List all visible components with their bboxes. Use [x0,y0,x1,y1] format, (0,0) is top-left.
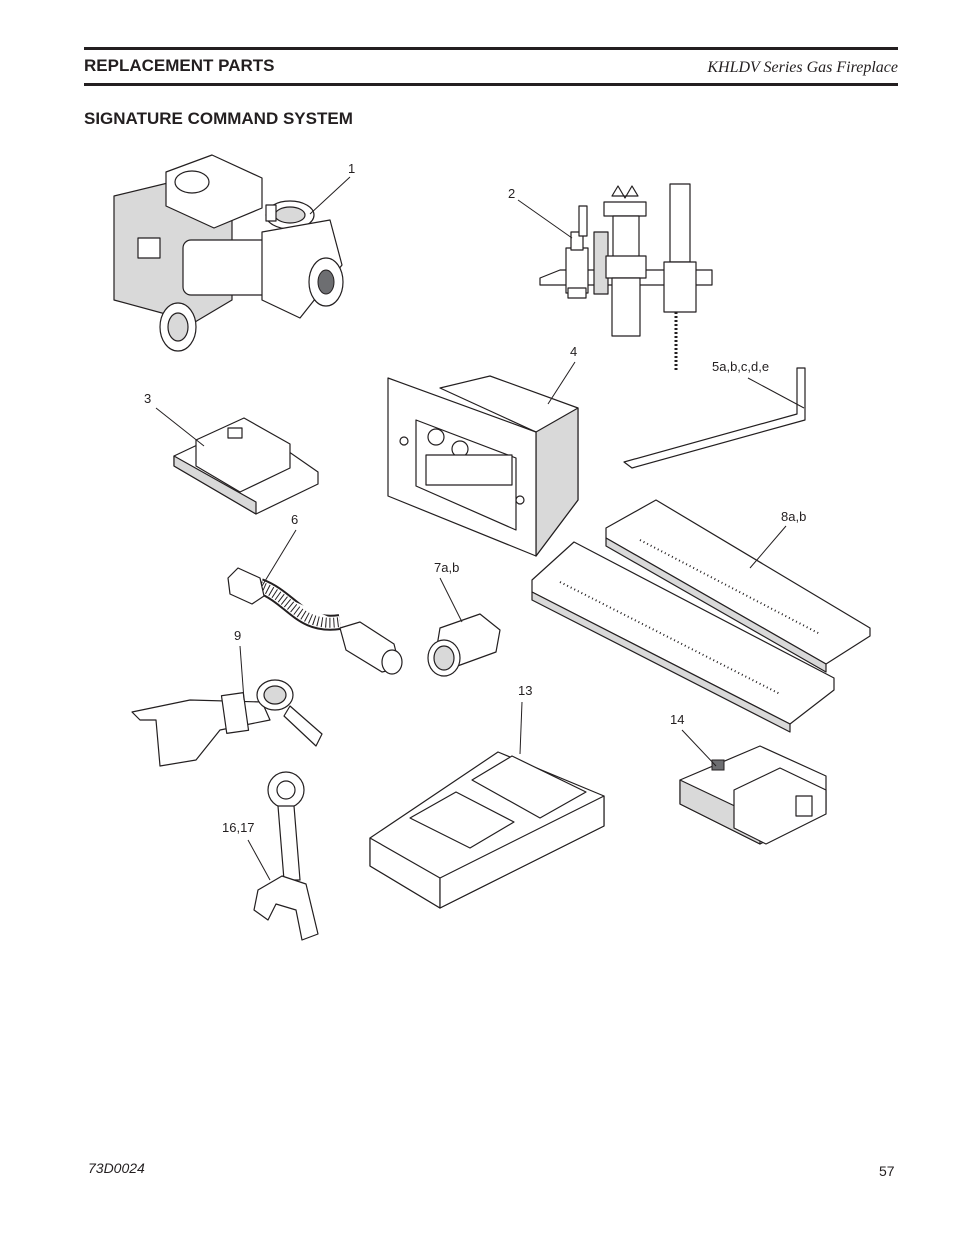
callout-9-leader [239,645,245,701]
callout-13-leader [519,701,523,755]
callout-4-label: 4 [570,344,577,359]
callout-3-leader [155,407,205,447]
callout-4-leader [547,361,576,405]
callout-1-leader [309,176,351,215]
product-title: KHLDV Series Gas Fireplace [707,59,898,76]
flex-connector-illustration [227,567,403,675]
callout-8-leader [749,525,787,569]
callout-2-label: 2 [508,186,515,201]
wire-illustration [623,367,806,469]
callout-3-label: 3 [144,391,151,406]
callout-14-leader [681,729,717,767]
callout-9-label: 9 [234,628,241,643]
callout-5-leader [747,377,805,409]
callout-1-label: 1 [348,161,355,176]
callout-6-label: 6 [291,512,298,527]
remote-transmitter-illustration [369,751,605,909]
callout-7-leader [439,577,463,623]
pilot-assembly-illustration [539,183,713,370]
callout-16-leader [247,839,271,881]
callout-13-label: 13 [518,683,532,698]
callout-8-label: 8a,b [781,509,806,524]
fitting-illustration [427,613,501,677]
header-top-rule [84,47,898,50]
section-title: REPLACEMENT PARTS [84,56,275,75]
remote-housings-illustration [531,499,871,733]
document-code: 73D0024 [88,1160,145,1176]
callout-14-label: 14 [670,712,684,727]
wrench-illustration [253,771,319,941]
callout-5-label: 5a,b,c,d,e [712,359,769,374]
callout-16-label: 16,17 [222,820,255,835]
page-number: 57 [879,1163,895,1179]
callout-6-leader [261,529,297,587]
wall-control-illustration [387,375,579,557]
control-module-illustration [173,417,319,515]
header-bottom-rule [84,83,898,86]
diagram-title: SIGNATURE COMMAND SYSTEM [84,109,353,128]
receiver-illustration [679,745,827,845]
callout-7-label: 7a,b [434,560,459,575]
callout-2-leader [517,199,573,239]
gas-valve-illustration [113,154,344,352]
elbow-pipe-illustration [131,679,323,767]
